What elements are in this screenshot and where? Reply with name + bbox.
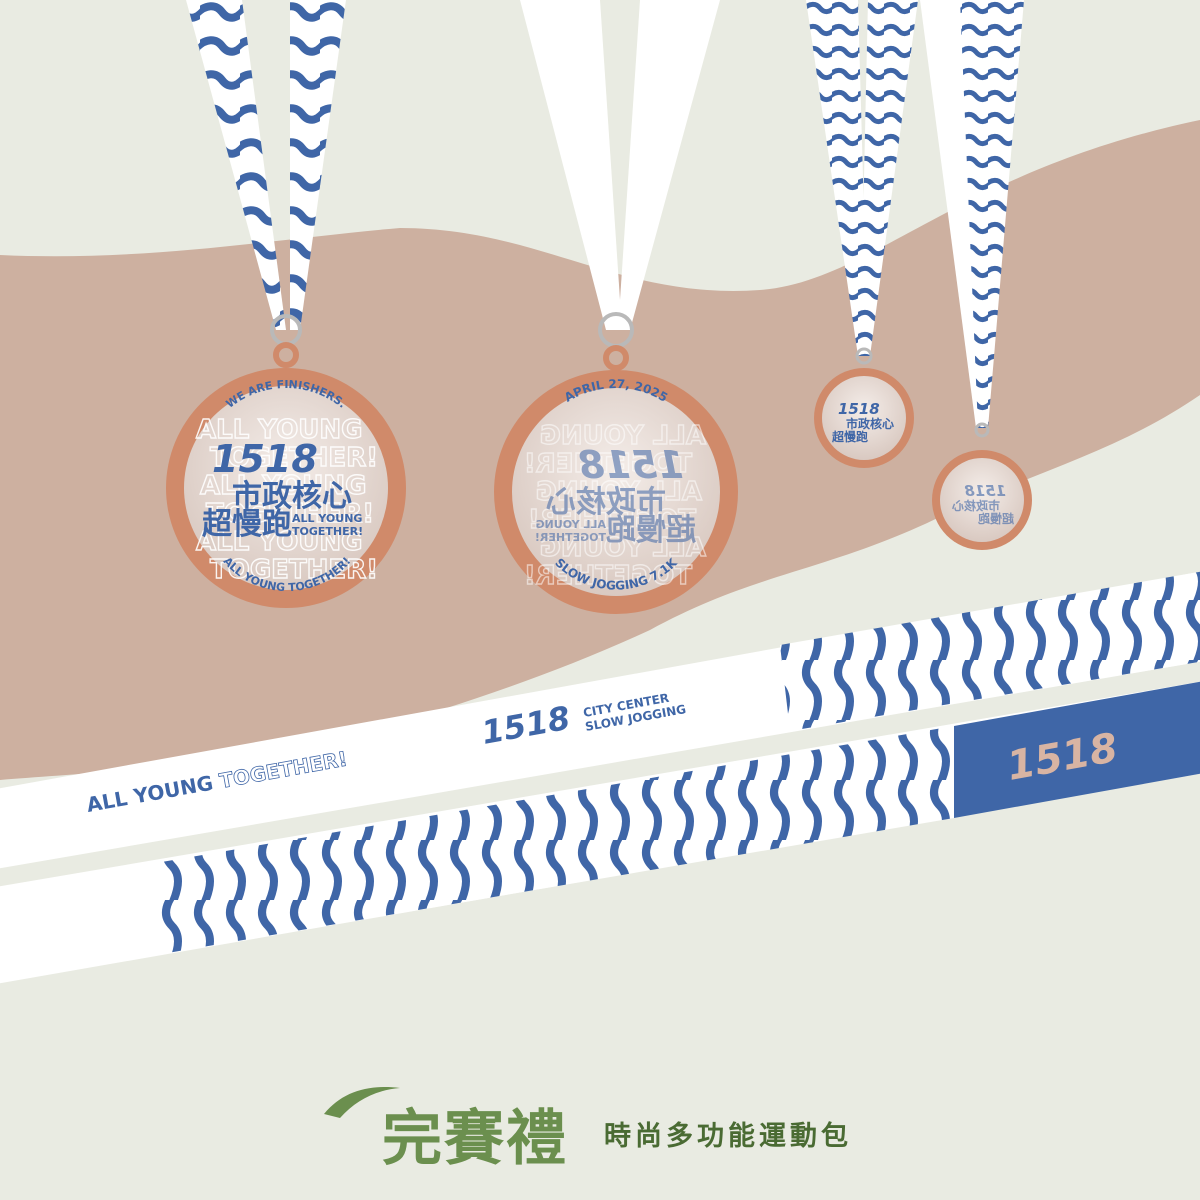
lanyard-strap-2: 1518 [0, 681, 1200, 984]
bg-word: TOGETHER! [524, 449, 692, 479]
medal-number: 1518 [212, 437, 318, 481]
svg-text:ALL YOUNG: ALL YOUNG [536, 518, 606, 531]
bg-word: ALL YOUNG [196, 415, 363, 445]
svg-text:超慢跑: 超慢跑 [831, 429, 868, 444]
footer: 完賽禮 時尚多功能運動包 [322, 1078, 882, 1188]
medal-title-1: 市政核心 [232, 479, 352, 514]
svg-text:1518: 1518 [964, 482, 1006, 500]
svg-text:超慢跑: 超慢跑 [606, 513, 696, 548]
bg-word: TOGETHER! [210, 555, 378, 585]
medal-tag-1: ALL YOUNG [292, 512, 362, 525]
bg-word: TOGETHER! [206, 499, 374, 529]
footer-subtitle: 時尚多功能運動包 [604, 1121, 852, 1152]
bg-word: ALL YOUNG [535, 477, 702, 507]
svg-text:市政核心: 市政核心 [546, 485, 666, 520]
bg-word: ALL YOUNG [200, 471, 367, 501]
svg-text:TOGETHER!: TOGETHER! [535, 531, 606, 544]
bg-word: TOGETHER! [528, 505, 696, 535]
medal-number-mirrored: 1518 [578, 443, 684, 487]
medal-small-back: 1518 市政核心 超慢跑 [932, 450, 1032, 550]
lanyard-strap-1: ALL YOUNG TOGETHER! 1518 CITY CENTER SLO… [0, 571, 1200, 869]
ribbon-small-back [920, 0, 1024, 428]
footer-title: 完賽禮 [382, 1104, 568, 1174]
ribbon-front-medal [186, 0, 346, 330]
medal-back: ALL YOUNG TOGETHER! ALL YOUNG TOGETHER! … [494, 345, 738, 614]
ribbon-small-front [806, 0, 918, 356]
medal-title-2: 超慢跑 [202, 507, 292, 542]
medal-small-front: 1518 市政核心 超慢跑 [814, 368, 914, 468]
bg-word: ALL YOUNG [539, 421, 706, 451]
svg-text:市政核心: 市政核心 [846, 416, 894, 431]
svg-text:市政核心: 市政核心 [952, 498, 1000, 513]
leaf-icon [324, 1087, 400, 1118]
medal-tag-2: TOGETHER! [292, 525, 363, 538]
bg-word: TOGETHER! [210, 443, 378, 473]
medal-front: ALL YOUNG TOGETHER! ALL YOUNG TOGETHER! … [166, 342, 406, 608]
svg-text:1518: 1518 [838, 400, 880, 418]
bg-word: TOGETHER! [524, 561, 692, 591]
bg-word: ALL YOUNG [539, 533, 706, 563]
ribbon-back-medal [520, 0, 720, 330]
bg-word: ALL YOUNG [196, 527, 363, 557]
svg-text:超慢跑: 超慢跑 [978, 511, 1015, 526]
